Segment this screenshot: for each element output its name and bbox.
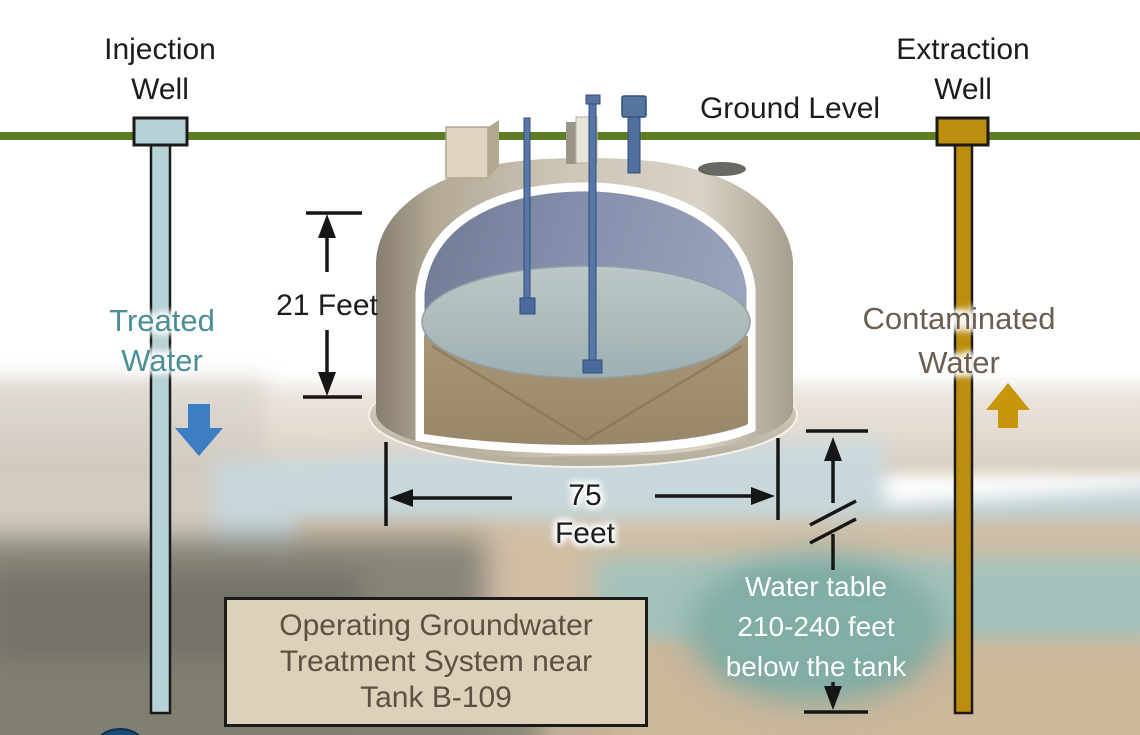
- bottom-left-logo-dot: [100, 728, 140, 735]
- riser-capped-shaft: [627, 116, 641, 174]
- arrow-down-icon: [318, 372, 336, 396]
- arrow-down-icon: [824, 686, 842, 710]
- treated-water-label: Treated Water: [109, 303, 215, 379]
- riser-center-foot: [582, 359, 603, 374]
- extraction-well-label: Extraction Well: [896, 33, 1030, 106]
- tank-b109-illustration: [368, 94, 798, 468]
- tank-roof-hatch: [698, 162, 746, 176]
- roof-equipment-box: [445, 126, 489, 179]
- water-table-label: Water table 210-240 feet below the tank: [725, 571, 907, 682]
- caption-text: Operating Groundwater Treatment System n…: [279, 609, 593, 714]
- riser-pipe-left: [523, 117, 531, 303]
- arrow-left-icon: [389, 489, 413, 507]
- ground-level-label: Ground Level: [699, 92, 881, 125]
- injection-well-label: Injection Well: [104, 33, 216, 106]
- arrow-right-icon: [751, 487, 775, 505]
- extraction-well-cap: [935, 116, 990, 147]
- riser-left-nozzle: [519, 297, 536, 315]
- extraction-well: [935, 116, 990, 715]
- tank-width-label: 75 Feet: [554, 479, 616, 551]
- riser-center-tip: [585, 94, 601, 105]
- contaminated-water-label: Contaminated Water: [862, 301, 1056, 381]
- caption-box: Operating Groundwater Treatment System n…: [224, 597, 648, 727]
- riser-pipe-center: [588, 103, 597, 367]
- roof-cabinet-side: [566, 122, 577, 164]
- contaminated-water-up-arrow-icon: [986, 383, 1030, 428]
- injection-well-pipe: [149, 141, 172, 715]
- treated-water-down-arrow-icon: [175, 404, 223, 456]
- injection-well-cap: [132, 116, 189, 147]
- tank-height-label: 21 Feet: [276, 289, 378, 322]
- injection-well: [132, 116, 189, 715]
- extraction-well-pipe: [953, 141, 974, 715]
- arrow-up-icon: [318, 214, 336, 238]
